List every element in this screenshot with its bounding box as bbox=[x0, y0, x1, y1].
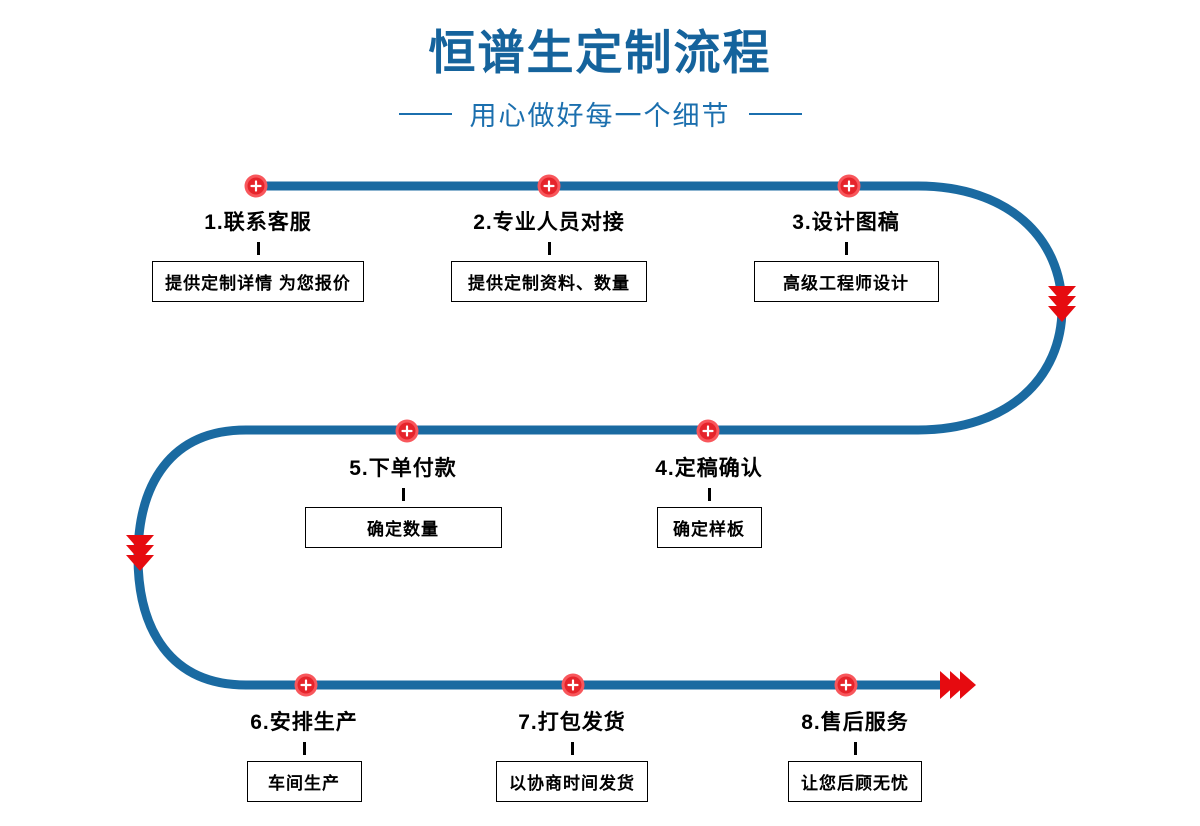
step-node-1 plus-icon bbox=[244, 174, 268, 198]
subtitle-left-line bbox=[398, 112, 452, 115]
flow-path bbox=[133, 181, 1067, 690]
subtitle-text: 用心做好每一个细节 bbox=[469, 101, 731, 132]
step-2-note-box: 提供定制资料、数量 bbox=[451, 261, 647, 302]
step-node-4 plus-icon bbox=[696, 419, 720, 443]
connector-tick bbox=[302, 742, 306, 755]
connector-tick bbox=[844, 242, 848, 255]
step-3: 3.设计图稿 高级工程师设计 bbox=[706, 206, 986, 302]
step-2-label: 2.专业人员对接 bbox=[473, 211, 625, 234]
step-1-note-box: 提供定制详情 为您报价 bbox=[152, 261, 364, 302]
chevron-down-arrows-icon bbox=[1048, 286, 1076, 322]
connector-tick bbox=[401, 488, 405, 501]
connector-tick bbox=[256, 242, 260, 255]
step-7: 7.打包发货 以协商时间发货 bbox=[432, 706, 712, 802]
step-3-label: 3.设计图稿 bbox=[792, 211, 900, 234]
step-7-note-box: 以协商时间发货 bbox=[496, 761, 648, 802]
connector-tick bbox=[547, 242, 551, 255]
chevron-right-arrows-icon bbox=[940, 671, 976, 699]
chevron-down-arrows-icon bbox=[126, 535, 154, 571]
step-1: 1.联系客服 提供定制详情 为您报价 bbox=[118, 206, 398, 302]
step-6: 6.安排生产 车间生产 bbox=[164, 706, 444, 802]
step-3-note-box: 高级工程师设计 bbox=[753, 261, 939, 302]
step-2: 2.专业人员对接 提供定制资料、数量 bbox=[409, 206, 689, 302]
step-4-note-box: 确定样板 bbox=[656, 507, 762, 548]
step-node-7 plus-icon bbox=[561, 673, 585, 697]
connector-tick bbox=[853, 742, 857, 755]
step-1-label: 1.联系客服 bbox=[204, 211, 312, 234]
step-node-8 plus-icon bbox=[834, 673, 858, 697]
step-8: 8.售后服务 让您后顾无忧 bbox=[715, 706, 995, 802]
step-4: 4.定稿确认 确定样板 bbox=[569, 452, 849, 548]
step-4-label: 4.定稿确认 bbox=[655, 457, 763, 480]
step-5: 5.下单付款 确定数量 bbox=[263, 452, 543, 548]
subtitle: 用心做好每一个细节 bbox=[0, 94, 1200, 133]
header: 恒谱生定制流程 用心做好每一个细节 bbox=[0, 26, 1200, 133]
step-7-label: 7.打包发货 bbox=[518, 711, 626, 734]
step-node-5 plus-icon bbox=[395, 419, 419, 443]
step-8-label: 8.售后服务 bbox=[801, 711, 909, 734]
connector-tick bbox=[570, 742, 574, 755]
connector-tick bbox=[707, 488, 711, 501]
subtitle-right-line bbox=[748, 112, 802, 115]
step-node-3 plus-icon bbox=[837, 174, 861, 198]
step-5-label: 5.下单付款 bbox=[349, 457, 457, 480]
step-node-2 plus-icon bbox=[537, 174, 561, 198]
step-6-note-box: 车间生产 bbox=[246, 761, 362, 802]
step-5-note-box: 确定数量 bbox=[304, 507, 502, 548]
page-title: 恒谱生定制流程 bbox=[428, 26, 772, 79]
step-8-note-box: 让您后顾无忧 bbox=[788, 761, 922, 802]
step-6-label: 6.安排生产 bbox=[250, 711, 358, 734]
step-node-6 plus-icon bbox=[294, 673, 318, 697]
